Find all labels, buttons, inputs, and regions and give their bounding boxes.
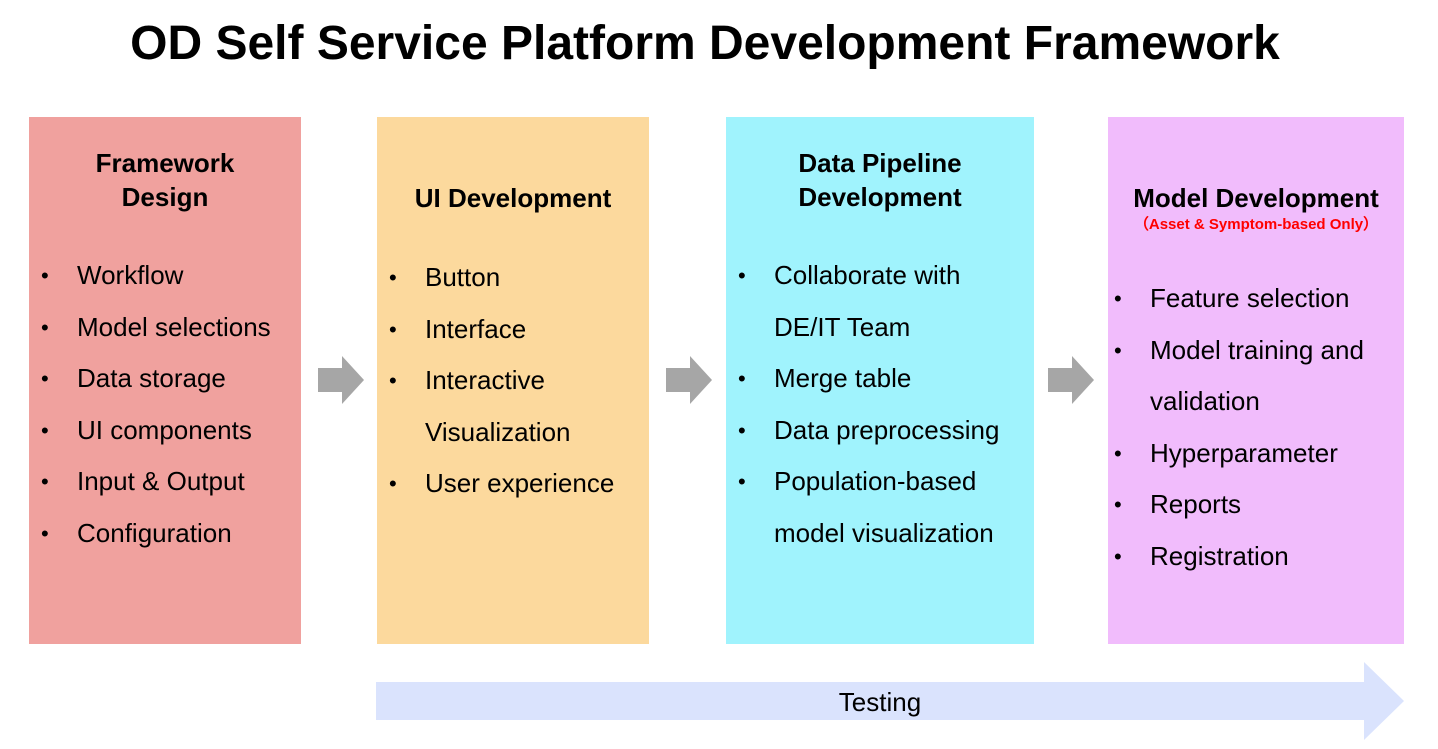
framework-design-title-line2: Design [121, 182, 209, 212]
list-item: Data storage [29, 353, 271, 405]
list-item: Interactive Visualization [377, 355, 614, 458]
list-item-label: User experience [425, 468, 615, 498]
list-item: Population-based model visualization [726, 456, 999, 559]
framework-design-title: Framework Design [29, 146, 301, 214]
data-pipeline-title: Data Pipeline Development [726, 146, 1034, 214]
arrow-right-icon [666, 356, 712, 404]
list-item-label-continued: Visualization [425, 416, 571, 447]
list-item: Reports [1102, 479, 1364, 531]
list-item: Interface [377, 304, 614, 356]
framework-design-list: Workflow Model selections Data storage U… [29, 250, 271, 559]
model-development-subtitle: （Asset & Symptom-based Only） [1133, 216, 1379, 233]
list-item-label: Registration [1150, 540, 1289, 571]
arrow-right-icon [318, 356, 364, 404]
data-pipeline-title-line1: Data Pipeline [798, 148, 962, 178]
list-item: Data preprocessing [726, 405, 999, 457]
list-item-label-continued: model visualization [774, 517, 994, 548]
data-pipeline-title-line2: Development [798, 182, 962, 212]
list-item: Workflow [29, 250, 271, 302]
testing-arrow-icon [376, 662, 1404, 740]
list-item-label: Reports [1150, 489, 1242, 519]
list-item: Model training and validation [1102, 325, 1364, 428]
list-item: Registration [1102, 531, 1364, 583]
list-item: Button [377, 252, 614, 304]
list-item-label: Interactive [425, 365, 545, 395]
list-item-label: Collaborate with [774, 260, 961, 290]
list-item: User experience [377, 458, 614, 510]
framework-design-title-line1: Framework [95, 148, 235, 178]
list-item: Hyperparameter [1102, 428, 1364, 480]
list-item-label: Hyperparameter [1150, 437, 1338, 468]
list-item-label: Button [425, 262, 501, 292]
list-item-label-continued: DE/IT Team [774, 311, 911, 342]
model-development-box: Model Development （Asset & Symptom-based… [1108, 117, 1404, 644]
testing-label: Testing [838, 687, 922, 717]
model-development-list: Feature selection Model training and val… [1102, 273, 1364, 582]
ui-development-title: UI Development [414, 183, 612, 213]
list-item-label: Feature selection [1150, 283, 1350, 313]
list-item-label: Merge table [774, 363, 912, 393]
list-item: Feature selection [1102, 273, 1364, 325]
list-item: Configuration [29, 508, 271, 560]
model-development-title: Model Development [1133, 183, 1379, 213]
data-pipeline-list: Collaborate with DE/IT Team Merge table … [726, 250, 999, 559]
list-item: Input & Output [29, 456, 271, 508]
framework-design-box: Framework Design Workflow Model selectio… [29, 117, 301, 644]
list-item: UI components [29, 405, 271, 457]
list-item-label: Data preprocessing [774, 414, 1000, 445]
list-item: Model selections [29, 302, 271, 354]
page-title: OD Self Service Platform Development Fra… [130, 17, 1280, 70]
list-item: Merge table [726, 353, 999, 405]
list-item-label-continued: validation [1150, 386, 1260, 416]
arrow-right-icon [1048, 356, 1094, 404]
list-item: Collaborate with DE/IT Team [726, 250, 999, 353]
ui-development-box: UI Development Button Interface Interact… [377, 117, 649, 644]
data-pipeline-box: Data Pipeline Development Collaborate wi… [726, 117, 1034, 644]
list-item-label: Model training and [1150, 334, 1364, 365]
list-item-label: Population-based [774, 466, 977, 496]
list-item-label: Interface [425, 313, 527, 344]
ui-development-list: Button Interface Interactive Visualizati… [377, 252, 614, 510]
